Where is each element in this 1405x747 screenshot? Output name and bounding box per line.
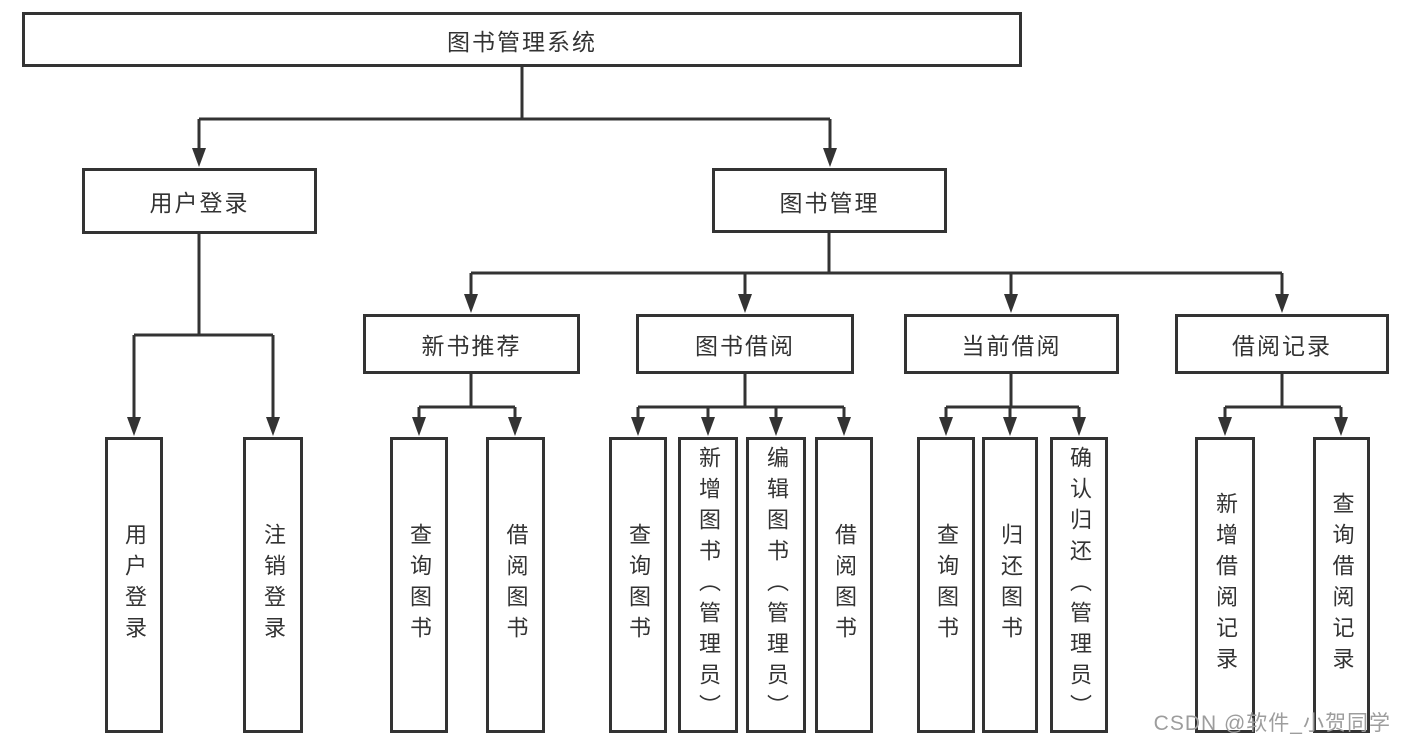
csdn-watermark: CSDN @软件_小贺同学	[1153, 712, 1391, 735]
node-borrow-books-recommend: 借阅图书	[486, 437, 545, 733]
node-logout: 注销登录	[243, 437, 303, 733]
node-query-books-current: 查询图书	[917, 437, 975, 733]
node-library-management-system: 图书管理系统	[22, 12, 1022, 67]
node-add-borrow-record: 新增借阅记录	[1195, 437, 1255, 733]
node-query-borrow-record: 查询借阅记录	[1313, 437, 1370, 733]
node-user-login-leaf: 用户登录	[105, 437, 163, 733]
node-query-books-borrow: 查询图书	[609, 437, 667, 733]
node-edit-books-admin: 编辑图书（管理员）	[746, 437, 806, 733]
node-new-book-recommend: 新书推荐	[363, 314, 580, 374]
node-book-borrow: 图书借阅	[636, 314, 854, 374]
node-borrow-records: 借阅记录	[1175, 314, 1389, 374]
node-query-books-recommend: 查询图书	[390, 437, 448, 733]
node-user-login: 用户登录	[82, 168, 317, 234]
node-borrow-books-leaf: 借阅图书	[815, 437, 873, 733]
node-confirm-return-admin: 确认归还（管理员）	[1050, 437, 1108, 733]
node-current-borrow: 当前借阅	[904, 314, 1119, 374]
node-book-management: 图书管理	[712, 168, 947, 233]
node-add-books-admin: 新增图书（管理员）	[678, 437, 738, 733]
node-return-books: 归还图书	[982, 437, 1038, 733]
